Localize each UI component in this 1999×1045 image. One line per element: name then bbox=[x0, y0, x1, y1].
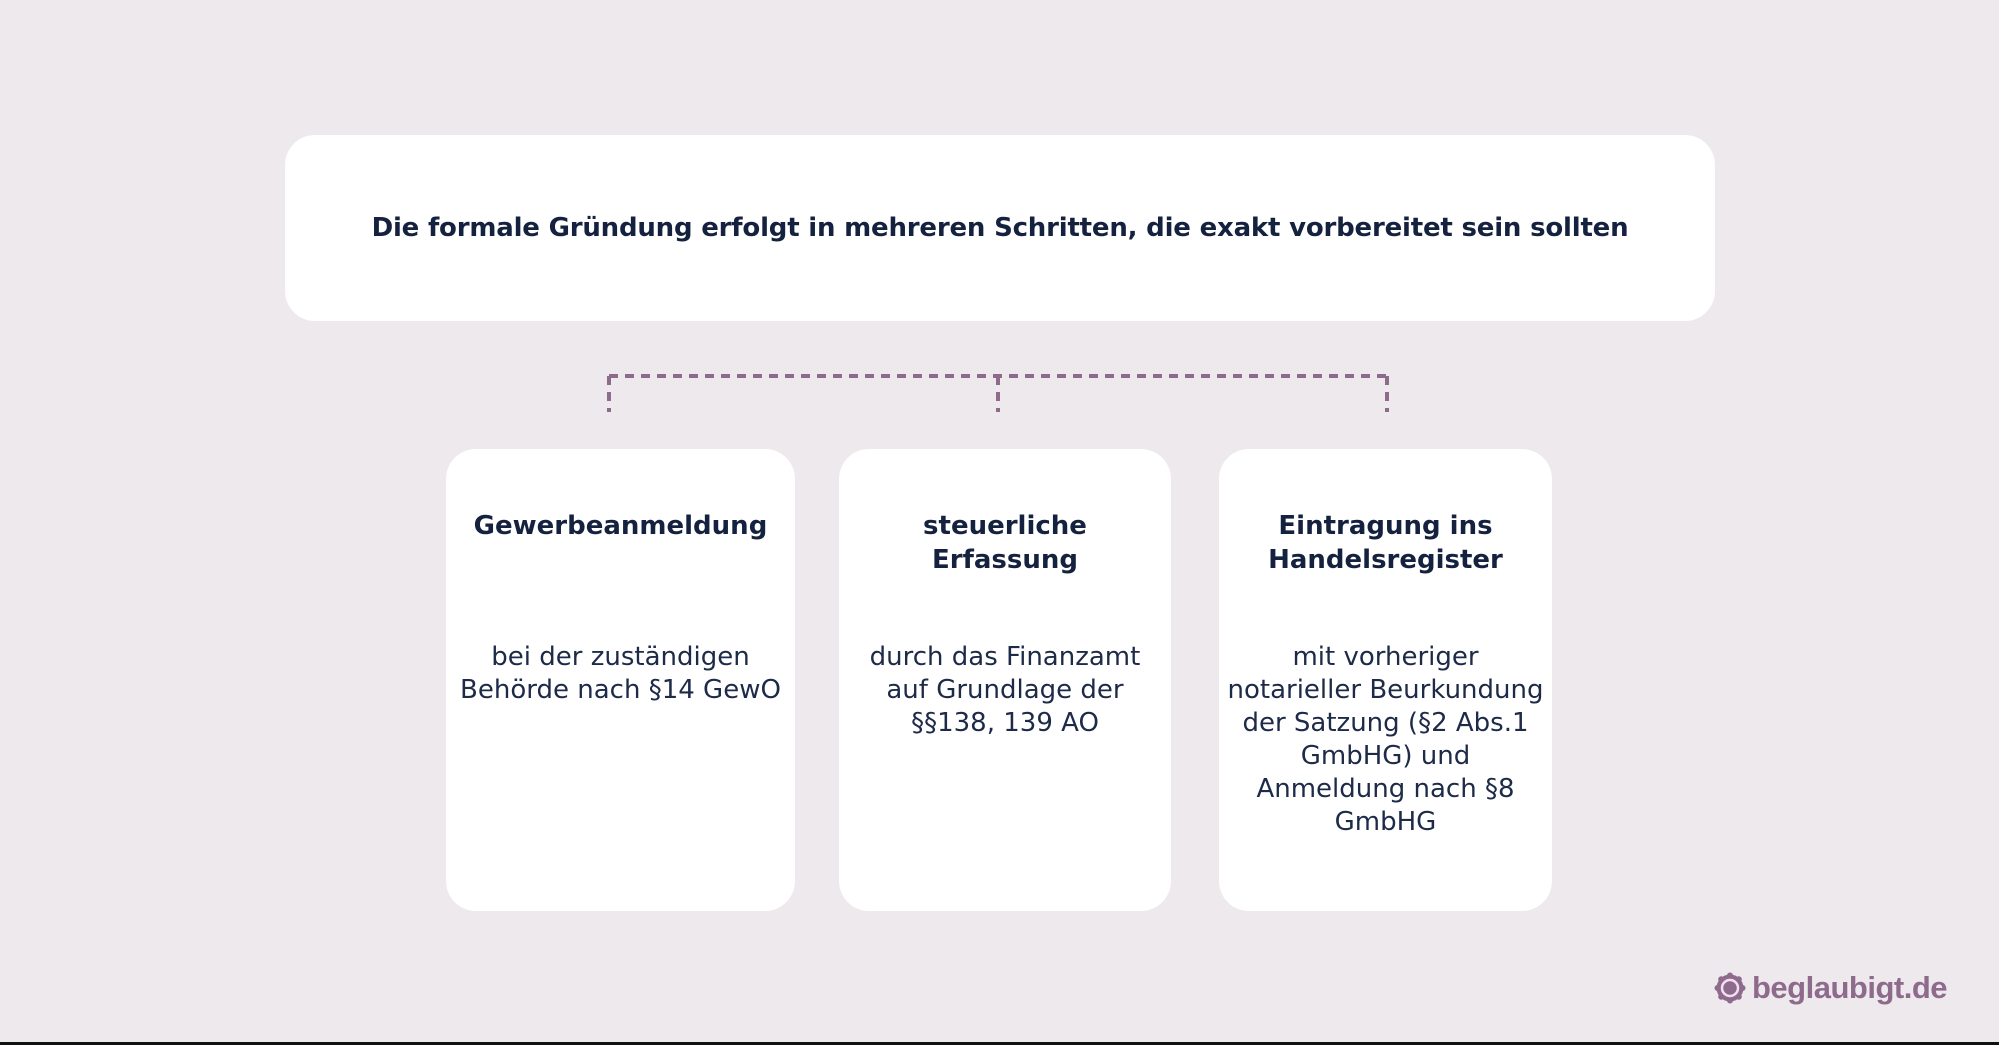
step-title: Gewerbeanmeldung bbox=[473, 511, 768, 541]
brand-logo: beglaubigt.de bbox=[1714, 970, 1948, 1006]
step-description: bei der zuständigen Behörde nach §14 Gew… bbox=[460, 642, 781, 705]
step-description: durch das Finanzamt auf Grundlage der §§… bbox=[869, 642, 1141, 738]
brand-name: beglaubigt.de bbox=[1752, 970, 1948, 1005]
seal-icon bbox=[1714, 972, 1746, 1004]
dashed-connector bbox=[607, 374, 1389, 412]
step-title: Eintragung ins Handelsregister bbox=[1268, 511, 1503, 575]
bottom-border bbox=[0, 1042, 1999, 1045]
step-description: mit vorheriger notarieller Beurkundung d… bbox=[1227, 642, 1544, 837]
step-card-handelsregister: Eintragung ins Handelsregister mit vorhe… bbox=[1219, 449, 1552, 911]
step-card-gewerbeanmeldung: Gewerbeanmeldung bei der zuständigen Beh… bbox=[446, 449, 795, 911]
diagram-title: Die formale Gründung erfolgt in mehreren… bbox=[371, 213, 1629, 243]
step-title: steuerliche Erfassung bbox=[923, 511, 1087, 575]
header-box: Die formale Gründung erfolgt in mehreren… bbox=[285, 135, 1715, 321]
step-card-steuerliche-erfassung: steuerliche Erfassung durch das Finanzam… bbox=[839, 449, 1171, 911]
